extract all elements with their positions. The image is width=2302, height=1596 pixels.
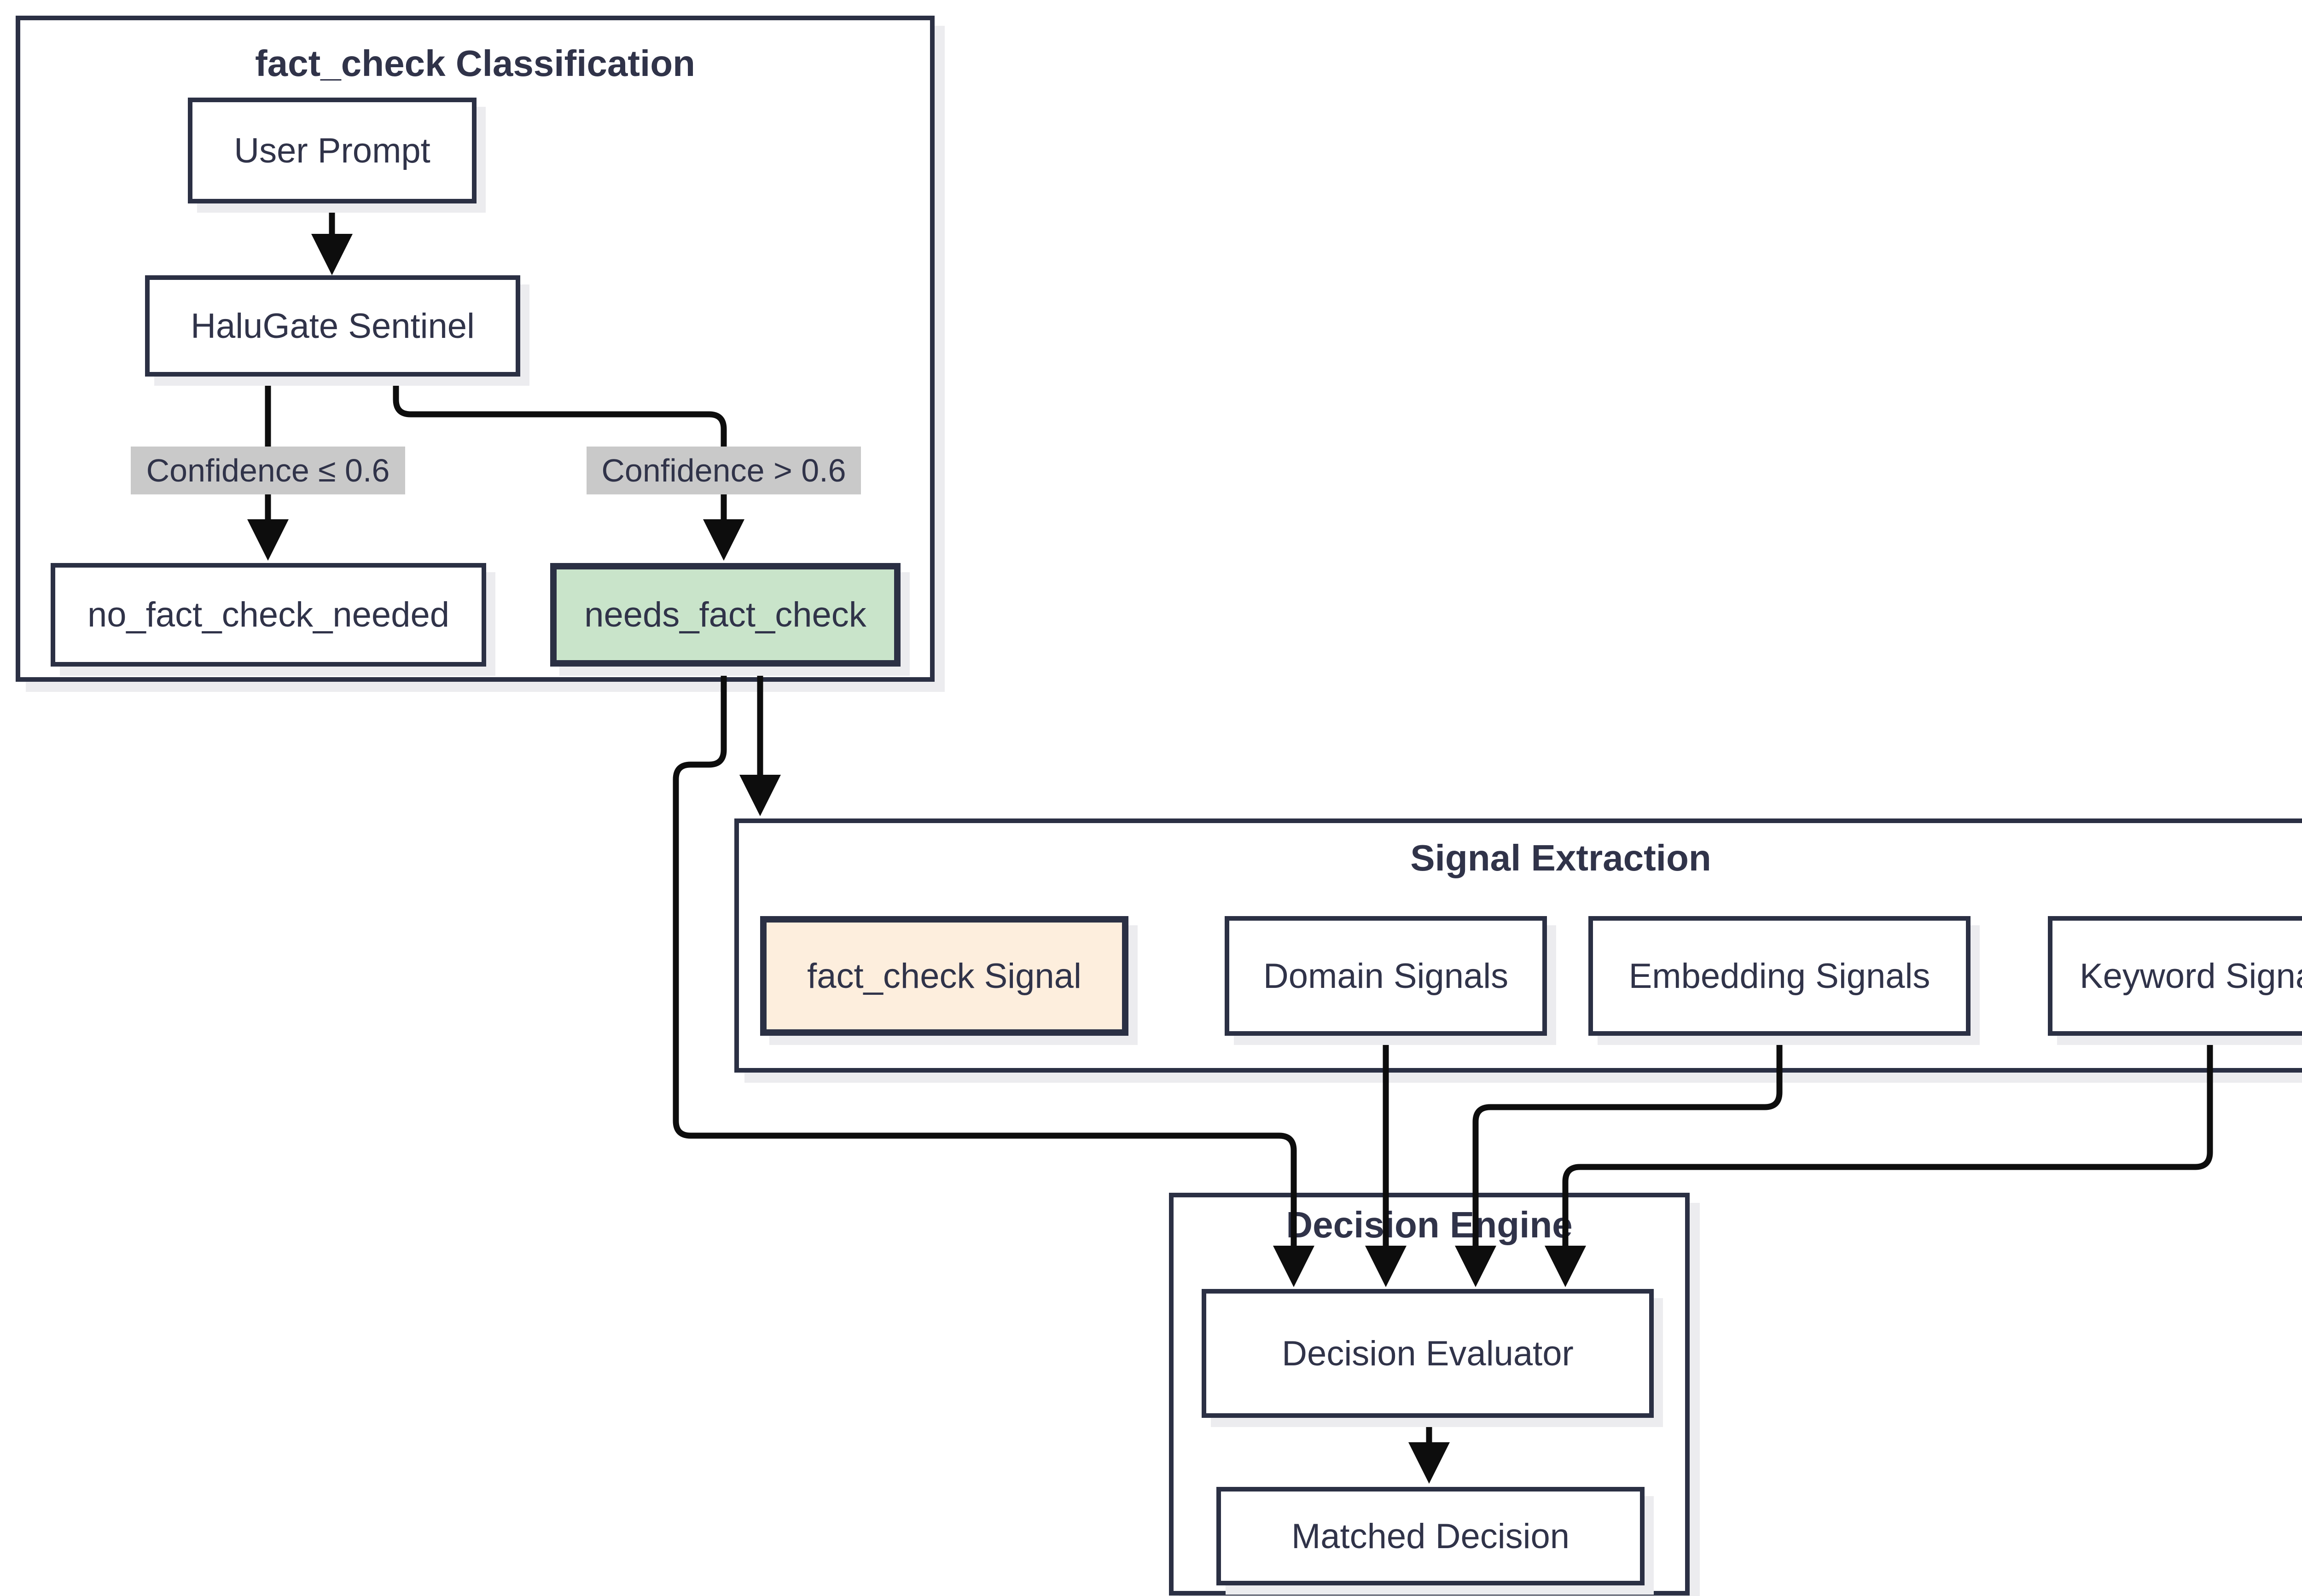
- confidence-low-edge-label: Confidence ≤ 0.6: [131, 447, 405, 494]
- keyword-signals-label: Keyword Signals: [2079, 956, 2302, 996]
- needs-fact-check-node: needs_fact_check: [550, 563, 901, 667]
- signal-extraction-subgraph-title: Signal Extraction: [1410, 837, 1711, 878]
- edge-embedding-signals-to-decision-evaluator: [1455, 1038, 1783, 1287]
- matched-decision-node: Matched Decision: [1216, 1487, 1645, 1585]
- confidence-high-edge-label: Confidence > 0.6: [587, 447, 861, 494]
- embedding-signals-node: Embedding Signals: [1588, 916, 1971, 1036]
- domain-signals-node: Domain Signals: [1225, 916, 1547, 1036]
- fact-check-signal-label: fact_check Signal: [807, 956, 1081, 996]
- classification-subgraph: fact_check Classification: [16, 16, 935, 682]
- decision-engine-subgraph: Decision Engine: [1169, 1193, 1690, 1596]
- decision-evaluator-node: Decision Evaluator: [1202, 1289, 1654, 1418]
- edge-keyword-signals-to-decision-evaluator: [1545, 1038, 2213, 1287]
- decision-evaluator-label: Decision Evaluator: [1282, 1334, 1574, 1373]
- fact-check-signal-node: fact_check Signal: [760, 916, 1128, 1036]
- no-fact-check-needed-node: no_fact_check_needed: [51, 563, 486, 667]
- halugate-sentinel-node: HaluGate Sentinel: [145, 275, 520, 377]
- domain-signals-label: Domain Signals: [1263, 956, 1509, 996]
- decision-engine-subgraph-title: Decision Engine: [1286, 1204, 1573, 1245]
- matched-decision-label: Matched Decision: [1291, 1516, 1570, 1556]
- edge-needs-fact-check-to-decision-evaluator: [673, 668, 1314, 1287]
- needs-fact-check-label: needs_fact_check: [584, 595, 866, 634]
- signal-extraction-subgraph: Signal Extraction: [734, 818, 2302, 1073]
- no-fact-check-needed-label: no_fact_check_needed: [87, 595, 449, 634]
- user-prompt-label: User Prompt: [234, 131, 430, 170]
- classification-subgraph-title: fact_check Classification: [255, 43, 695, 84]
- embedding-signals-label: Embedding Signals: [1628, 956, 1930, 996]
- halugate-sentinel-label: HaluGate Sentinel: [191, 306, 475, 346]
- edge-halugate-to-needs-fact-check: [393, 378, 744, 561]
- user-prompt-node: User Prompt: [188, 98, 477, 203]
- keyword-signals-node: Keyword Signals: [2048, 916, 2302, 1036]
